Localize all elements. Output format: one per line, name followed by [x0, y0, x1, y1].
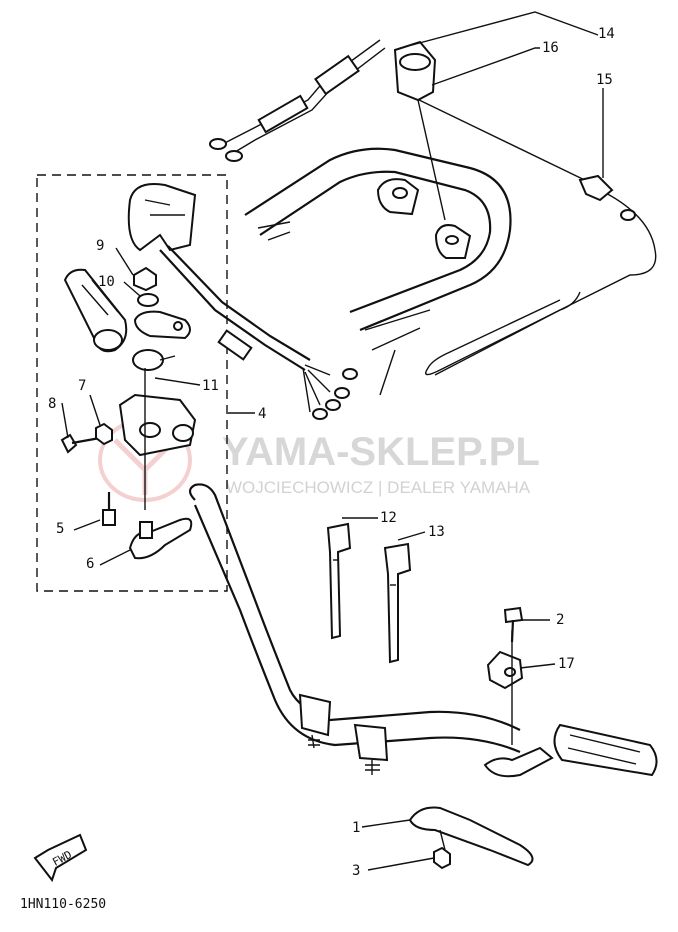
callout-8: 8	[48, 396, 56, 412]
screw-5	[102, 492, 116, 526]
callout-17: 17	[558, 656, 575, 672]
callout-14: 14	[598, 26, 615, 42]
callout-7: 7	[78, 378, 86, 394]
callout-2: 2	[556, 612, 564, 628]
callout-4: 4	[258, 406, 266, 422]
connector-bundle	[302, 364, 358, 420]
switch-assembly-box	[36, 174, 228, 592]
handlebar	[188, 483, 521, 775]
watermark-subtitle: WOJCIECHOWICZ | DEALER YAMAHA	[226, 478, 531, 497]
watermark: YAMA-SKLEP.PL WOJCIECHOWICZ | DEALER YAM…	[98, 418, 540, 502]
lever-holder-4	[118, 368, 197, 510]
fwd-arrow-icon: FWD	[33, 833, 88, 883]
diagram-code: 1HN110-6250	[20, 897, 106, 912]
nut-9	[133, 266, 157, 292]
callouts: 1 2 3 4 5 6 7 8 9 10 11 12 13 14 15 16 1…	[48, 26, 615, 879]
lever-6	[128, 517, 193, 560]
handlebar-switch	[127, 183, 358, 420]
watermark-title: YAMA-SKLEP.PL	[222, 430, 540, 474]
callout-9: 9	[96, 238, 104, 254]
brake-lever-1	[408, 746, 554, 867]
callout-6: 6	[86, 556, 94, 572]
nut-7	[95, 422, 113, 446]
washer-10	[137, 293, 159, 307]
pivot-bolt-2	[503, 606, 524, 643]
cable-tie-12	[326, 522, 352, 640]
callout-10: 10	[98, 274, 115, 290]
nut-3	[433, 846, 451, 870]
callout-5: 5	[56, 521, 64, 537]
frame-carrier	[244, 147, 512, 396]
callout-1: 1	[352, 820, 360, 836]
callout-15: 15	[596, 72, 613, 88]
callout-13: 13	[428, 524, 445, 540]
collar-11	[132, 349, 176, 371]
wire-harness-16	[209, 39, 446, 221]
callout-3: 3	[352, 863, 360, 879]
callout-12: 12	[380, 510, 397, 526]
cable-15	[414, 97, 657, 376]
leader-lines	[61, 11, 604, 871]
callout-16: 16	[542, 40, 559, 56]
plate	[133, 310, 191, 340]
lever-holder-17	[486, 630, 524, 745]
right-grip	[553, 723, 658, 777]
left-grip	[63, 268, 128, 353]
callout-11: 11	[202, 378, 219, 394]
cable-tie-13	[383, 542, 412, 664]
